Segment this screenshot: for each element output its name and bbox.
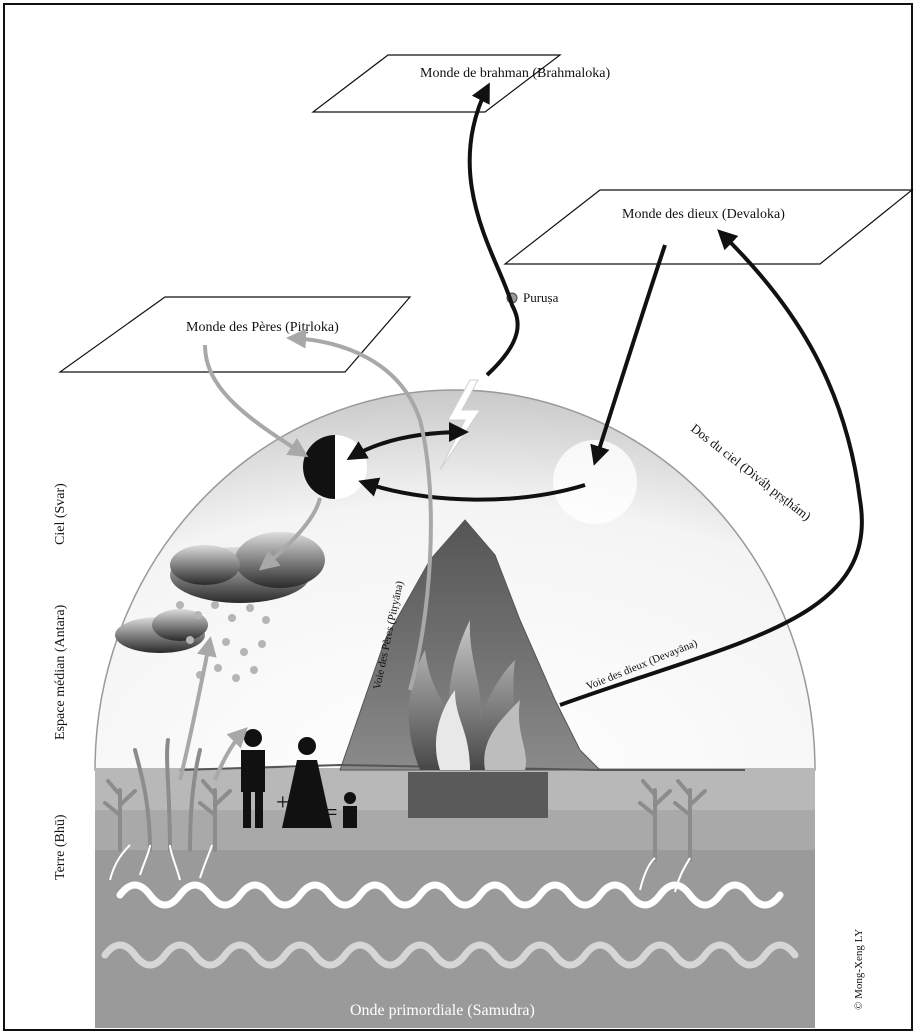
side-label-terre: Terre (Bhū) xyxy=(53,814,68,880)
dark-paths xyxy=(346,82,864,707)
family-figures xyxy=(241,729,357,828)
fire-altar xyxy=(408,772,548,818)
plants-right xyxy=(638,779,707,862)
side-label-ciel: Ciel (Svar) xyxy=(53,483,68,545)
sun-glow xyxy=(553,440,637,524)
path-pitrloka-to-moon xyxy=(203,344,309,458)
plane-brahmaloka xyxy=(311,54,562,113)
grey-paths xyxy=(178,328,433,781)
path-moon-to-cloud xyxy=(258,497,322,571)
label-brahmaloka: Monde de brahman (Brahmaloka) xyxy=(420,66,610,81)
label-samudra: Onde primordiale (Samudra) xyxy=(350,1002,535,1019)
path-pitryana xyxy=(286,328,433,691)
moon xyxy=(303,435,367,499)
side-label-espace-median: Espace médian (Antara) xyxy=(53,604,68,740)
primordial-waves xyxy=(101,881,799,969)
plus-sign: + xyxy=(276,790,290,816)
rain-cloud-small xyxy=(115,609,208,653)
path-moon-lightning xyxy=(346,422,469,461)
copyright-text: © Mong-Xeng LY xyxy=(853,929,865,1010)
path-earth-to-cloud xyxy=(178,636,217,781)
path-devayana xyxy=(559,229,864,707)
label-pitrloka: Monde des Pères (Pitṛloka) xyxy=(186,320,339,335)
roots-right xyxy=(639,857,691,893)
label-purusa: Puruṣa xyxy=(523,290,559,305)
plane-devaloka xyxy=(503,189,914,265)
path-earth-to-man xyxy=(213,727,248,781)
path-dos-du-ciel xyxy=(358,477,586,502)
plants-left xyxy=(103,738,232,852)
equals-sign: = xyxy=(324,800,338,826)
path-devaloka-down xyxy=(590,244,667,466)
sacrificial-fire xyxy=(408,620,527,770)
plane-pitrloka xyxy=(58,296,412,373)
path-to-brahmaloka xyxy=(467,82,520,377)
roots-left xyxy=(109,844,213,881)
ocean-band xyxy=(95,850,815,1028)
label-devaloka: Monde des dieux (Devaloka) xyxy=(622,207,785,222)
